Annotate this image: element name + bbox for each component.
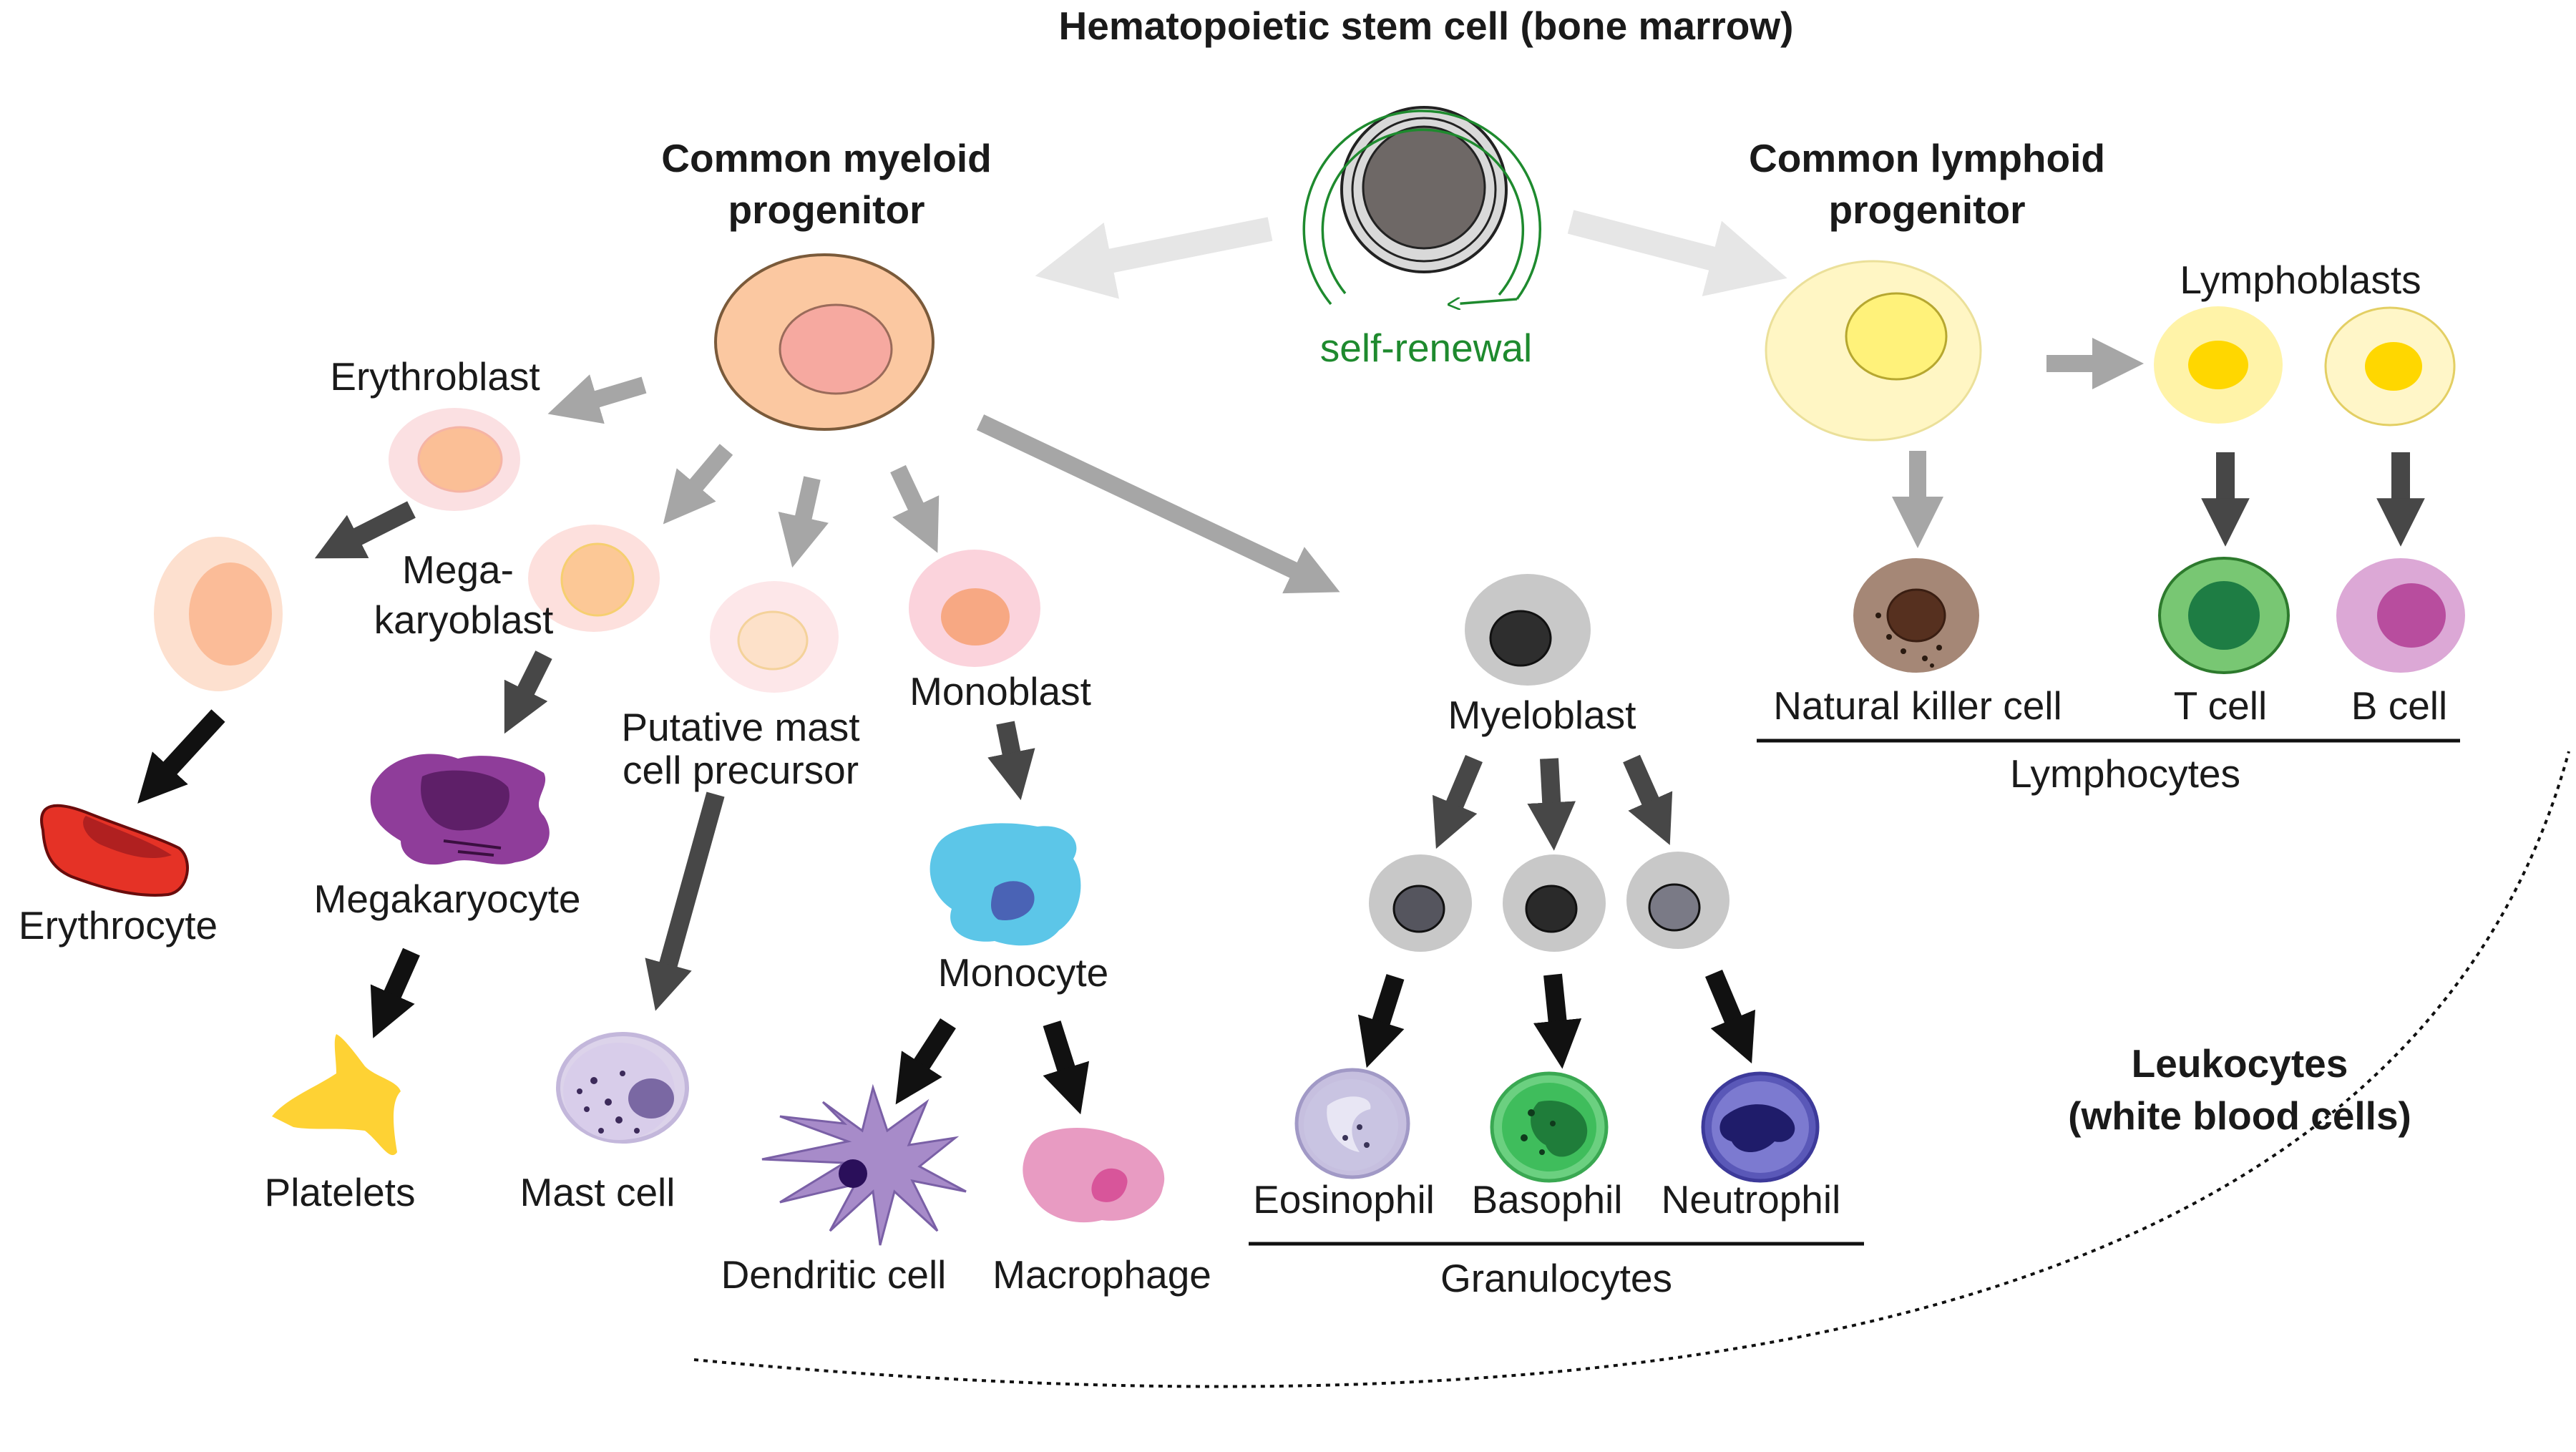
arrow-to-neutrophil xyxy=(1705,969,1756,1064)
myeloid-label-line1: Common myeloid xyxy=(661,136,991,180)
title: Hematopoietic stem cell (bone marrow) xyxy=(1059,4,1794,48)
nk-cell xyxy=(1853,558,1979,673)
lymphoid-label-line2: progenitor xyxy=(1829,187,2026,232)
arrow-to-eosinophil xyxy=(1357,974,1405,1068)
myeloid-label-line2: progenitor xyxy=(728,187,925,232)
arrow-to-dendritic-cell xyxy=(895,1018,956,1105)
b-cell-label: B cell xyxy=(2351,683,2448,728)
megakaryocyte-cell xyxy=(370,754,550,865)
self-renewal-arrows xyxy=(1302,109,1542,304)
group-lines xyxy=(693,739,2570,1388)
leukocytes-label-line2: (white blood cells) xyxy=(2068,1093,2411,1138)
neutrophil-precursor-cell xyxy=(1626,852,1729,949)
lymphocytes-label: Lymphocytes xyxy=(2010,751,2240,796)
t-cell xyxy=(2158,557,2290,674)
myeloblast-label: Myeloblast xyxy=(1448,693,1636,737)
cells xyxy=(40,106,2465,1246)
arrow-to-platelets xyxy=(370,947,420,1038)
stem-cell xyxy=(1340,106,1508,273)
arrow-myeloblast-to-basophil-precursor xyxy=(1527,758,1576,851)
b-cell xyxy=(2336,558,2465,673)
arrow-myeloblast-to-neutrophil-precursor xyxy=(1623,754,1673,845)
arrow-to-macrophage xyxy=(1043,1020,1090,1115)
megakaryocyte-label: Megakaryocyte xyxy=(314,877,581,921)
monocyte-label: Monocyte xyxy=(938,950,1108,995)
basophil-cell xyxy=(1490,1071,1609,1183)
neutrophil-label: Neutrophil xyxy=(1662,1177,1841,1222)
mast-precursor-cell xyxy=(710,581,839,693)
erythroblast-label: Erythroblast xyxy=(330,354,540,399)
myeloblast-cell xyxy=(1465,574,1591,686)
lymphoblasts-label: Lymphoblasts xyxy=(2180,258,2421,302)
granulocytes-label: Granulocytes xyxy=(1440,1256,1672,1300)
arrow-to-lymphoid xyxy=(1567,210,1787,296)
mast-cell-label: Mast cell xyxy=(520,1170,675,1214)
macrophage-label: Macrophage xyxy=(992,1252,1211,1297)
erythrocyte-cell xyxy=(40,804,189,897)
neutrophil-cell xyxy=(1701,1071,1820,1183)
eosinophil-cell xyxy=(1294,1068,1410,1179)
arrow-myeloblast-to-eosinophil-precursor xyxy=(1432,754,1483,849)
self-renewal-label: self-renewal xyxy=(1320,326,1533,370)
monoblast-cell xyxy=(909,550,1040,667)
myeloid-progenitor-cell xyxy=(714,253,935,431)
basophil-precursor-cell xyxy=(1503,854,1606,952)
reticulocyte-cell xyxy=(154,537,283,691)
monoblast-label: Monoblast xyxy=(909,669,1091,713)
megakaryoblast-label-line2: karyoblast xyxy=(374,598,554,642)
platelets-cell xyxy=(272,1034,401,1156)
arrow-precursor-to-mast-cell xyxy=(645,791,725,1011)
arrow-to-basophil xyxy=(1533,973,1582,1069)
macrophage-cell xyxy=(1023,1128,1165,1223)
arrow-to-myeloid xyxy=(1035,217,1273,299)
erythrocyte-label: Erythrocyte xyxy=(19,903,218,947)
arrow-megakaryoblast-to-megakaryocyte xyxy=(504,651,552,734)
arrow-to-erythroblast xyxy=(547,374,647,424)
eosinophil-precursor-cell xyxy=(1369,854,1472,952)
arrow-to-myeloblast xyxy=(976,414,1340,594)
labels: Hematopoietic stem cell (bone marrow) se… xyxy=(19,4,2447,1300)
arrow-to-mast-precursor xyxy=(778,476,829,568)
mast-precursor-label-line2: cell precursor xyxy=(623,748,859,792)
arrow-monoblast-to-monocyte xyxy=(987,721,1035,801)
t-cell-label: T cell xyxy=(2174,683,2267,728)
dendritic-cell xyxy=(761,1083,967,1246)
erythroblast-cell xyxy=(389,408,520,511)
arrow-to-erythrocyte xyxy=(137,709,225,804)
dendritic-cell-label: Dendritic cell xyxy=(721,1252,947,1297)
mast-precursor-label-line1: Putative mast xyxy=(621,705,859,749)
eosinophil-label: Eosinophil xyxy=(1253,1177,1435,1222)
megakaryoblast-cell xyxy=(528,525,660,632)
leukocytes-label-line1: Leukocytes xyxy=(2132,1041,2348,1086)
basophil-label: Basophil xyxy=(1472,1177,1623,1222)
lymphoid-label-line1: Common lymphoid xyxy=(1749,136,2105,180)
arrow-to-monoblast xyxy=(890,464,940,553)
t-lymphoblast-cell xyxy=(2154,306,2283,424)
lymphoid-progenitor-cell xyxy=(1765,260,1982,442)
arrow-to-megakaryoblast xyxy=(663,444,733,525)
nk-cell-label: Natural killer cell xyxy=(1773,683,2062,728)
arrows xyxy=(137,210,2425,1115)
platelets-label: Platelets xyxy=(265,1170,416,1214)
mast-cell xyxy=(556,1032,689,1144)
monocyte-cell xyxy=(930,823,1081,946)
arrow-erythroblast-to-reticulocyte xyxy=(314,501,416,559)
megakaryoblast-label-line1: Mega- xyxy=(402,547,514,592)
b-lymphoblast-cell xyxy=(2324,306,2456,427)
leukocytes-boundary xyxy=(693,751,2570,1388)
